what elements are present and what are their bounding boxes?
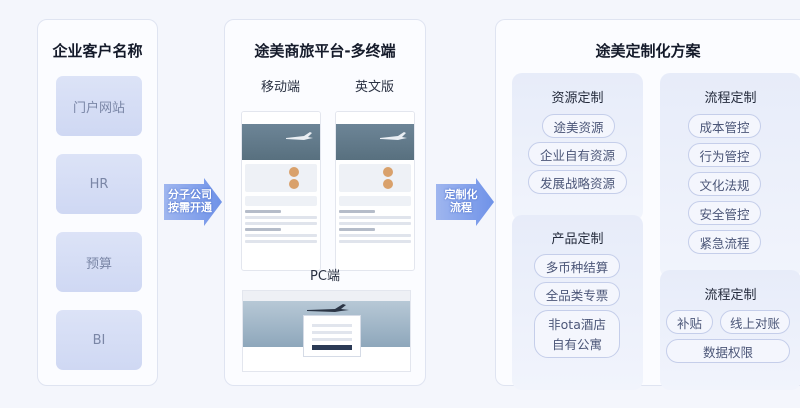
process-item: 文化法规 (688, 172, 761, 196)
product-group-title: 产品定制 (551, 232, 604, 247)
plane-icon (307, 304, 349, 312)
process-item: 补贴 (666, 310, 713, 334)
item-bi: BI (56, 310, 142, 370)
process-item: 紧急流程 (688, 230, 761, 254)
arrow-right-icon (164, 178, 222, 226)
arrow-2-label: 定制化 流程 (436, 188, 486, 214)
plane-icon (380, 132, 407, 140)
product-group: 产品定制 多币种结算 全品类专票 非ota酒店 自有公寓 (512, 215, 643, 390)
resource-group: 资源定制 途美资源 企业自有资源 发展战略资源 (512, 73, 643, 221)
resource-group-title: 资源定制 (551, 91, 604, 106)
arrow-2-line1: 定制化 (444, 188, 478, 201)
process-group-2: 流程定制 补贴 线上对账 数据权限 (660, 270, 800, 390)
customer-panel-title: 企业客户名称 (52, 42, 143, 60)
process-item: 数据权限 (666, 339, 790, 363)
pc-screenshot (242, 290, 411, 372)
product-item: 全品类专票 (534, 282, 620, 306)
resource-item: 发展战略资源 (528, 170, 627, 194)
arrow-2-line2: 流程 (450, 201, 472, 214)
process-group-2-title: 流程定制 (704, 288, 757, 303)
product-item: 多币种结算 (534, 254, 620, 278)
item-hr: HR (56, 154, 142, 214)
arrow-1-line2: 按需开通 (168, 201, 212, 214)
item-portal: 门户网站 (56, 76, 142, 136)
english-screenshot (335, 111, 415, 271)
process-group-1-title: 流程定制 (704, 91, 757, 106)
mobile-screenshot (241, 111, 321, 271)
process-item: 安全管控 (688, 201, 761, 225)
process-group-1: 流程定制 成本管控 行为管控 文化法规 安全管控 紧急流程 (660, 73, 800, 278)
product-item-multiline: 非ota酒店 自有公寓 (534, 310, 620, 358)
solution-panel: 途美定制化方案 资源定制 途美资源 企业自有资源 发展战略资源 流程定制 成本管… (495, 19, 800, 390)
resource-item: 途美资源 (542, 114, 615, 138)
customer-panel: 企业客户名称 门户网站 HR 预算 BI (37, 19, 158, 386)
product-item-line1: 非ota酒店 (548, 317, 606, 332)
process-item: 线上对账 (720, 310, 790, 334)
solution-panel-title: 途美定制化方案 (595, 42, 701, 60)
arrow-1-label: 分子公司 按需开通 (164, 188, 216, 214)
process-item: 行为管控 (688, 143, 761, 167)
item-budget: 预算 (56, 232, 142, 292)
plane-icon (286, 132, 313, 140)
process-item: 成本管控 (688, 114, 761, 138)
arrow-right-icon (436, 178, 494, 226)
product-item-line2: 自有公寓 (551, 337, 602, 352)
resource-item: 企业自有资源 (528, 142, 627, 166)
mobile-label: 移动端 (261, 80, 301, 95)
platform-panel-title: 途美商旅平台-多终端 (254, 42, 396, 60)
platform-panel: 途美商旅平台-多终端 移动端 英文版 PC端 (224, 19, 426, 386)
pc-label: PC端 (310, 269, 340, 284)
arrow-1-line1: 分子公司 (168, 188, 212, 201)
english-label: 英文版 (355, 80, 395, 95)
